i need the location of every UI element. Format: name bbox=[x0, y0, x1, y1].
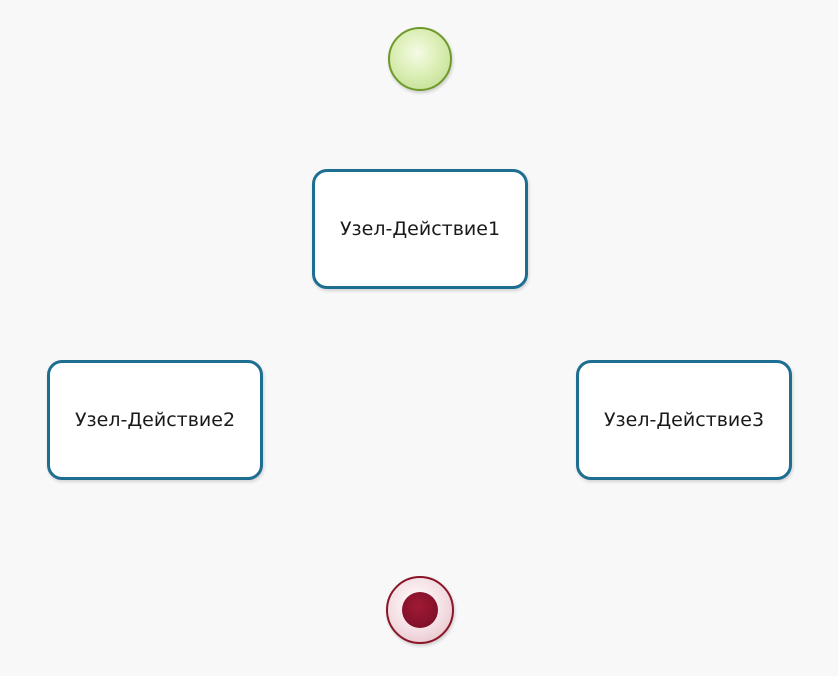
action-node-2[interactable]: Узел-Действие2 bbox=[47, 360, 263, 480]
final-node[interactable] bbox=[386, 576, 454, 644]
action-node-3-label: Узел-Действие3 bbox=[603, 409, 765, 431]
action-node-2-label: Узел-Действие2 bbox=[74, 409, 236, 431]
action-node-3[interactable]: Узел-Действие3 bbox=[576, 360, 792, 480]
initial-node[interactable] bbox=[388, 27, 452, 91]
final-node-inner-dot bbox=[402, 592, 438, 628]
action-node-1-label: Узел-Действие1 bbox=[339, 218, 501, 240]
action-node-1[interactable]: Узел-Действие1 bbox=[312, 169, 528, 289]
